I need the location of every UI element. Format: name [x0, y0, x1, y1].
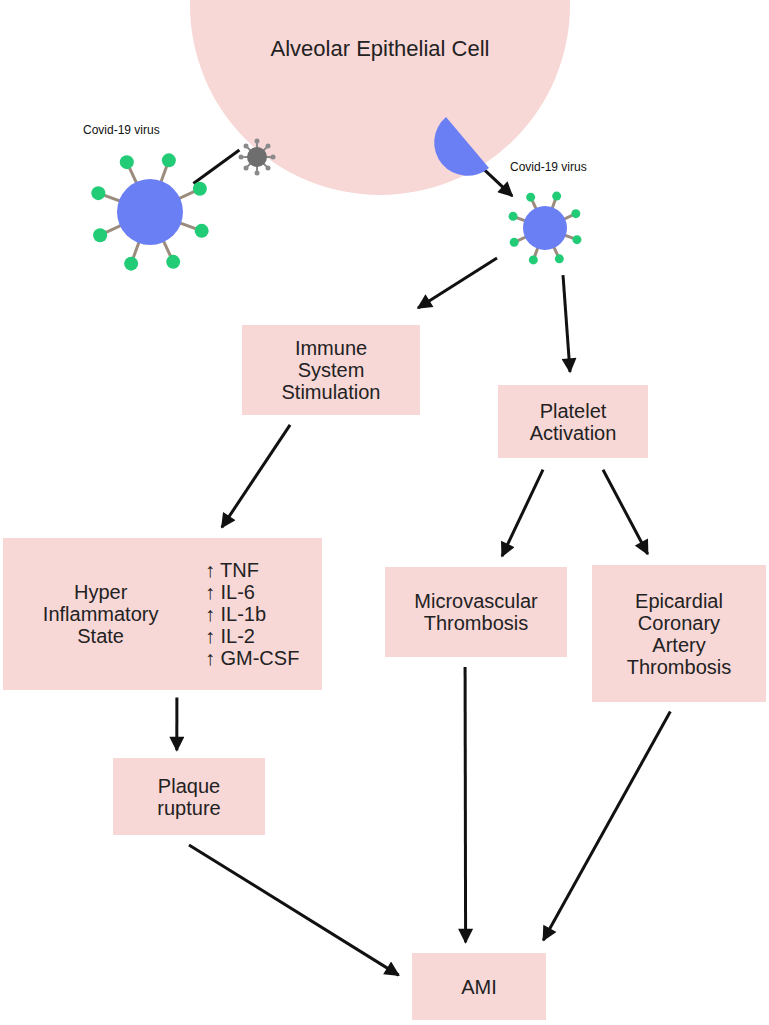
cytokine: ↑ IL-1b	[205, 603, 299, 625]
virus-particle: Covid-19 virus	[505, 188, 585, 268]
box-label: AMI	[461, 976, 497, 998]
cytokine: ↑ IL-6	[205, 581, 299, 603]
flow-arrow	[543, 712, 670, 941]
flow-arrow	[464, 667, 468, 942]
flow-arrow	[502, 470, 543, 557]
spike-tip	[572, 235, 581, 244]
virus-body	[117, 179, 183, 245]
flow-arrow	[563, 275, 570, 372]
cell-label: Alveolar Epithelial Cell	[190, 36, 570, 62]
bound-virus	[239, 139, 276, 176]
virus-particle: Covid-19 virus	[88, 150, 212, 274]
box-label: Immune System Stimulation	[271, 337, 391, 403]
spike-tip	[509, 212, 518, 221]
process-box: Immune System Stimulation	[242, 325, 420, 415]
spike-tip	[193, 182, 207, 196]
spike-tip	[526, 193, 535, 202]
flow-arrow	[175, 698, 178, 751]
spike-tip	[555, 254, 564, 263]
spike-tip	[571, 209, 580, 218]
virus-outline	[88, 150, 212, 274]
flow-arrow	[603, 470, 648, 554]
spike-tip	[510, 238, 519, 247]
process-box: Epicardial Coronary Artery Thrombosis	[592, 565, 766, 702]
cytokine: ↑ IL-2	[205, 625, 299, 647]
cytokine-list: ↑ TNF↑ IL-6↑ IL-1b↑ IL-2↑ GM-CSF	[205, 559, 299, 669]
virus-label: Covid-19 virus	[510, 160, 587, 174]
box-label: Plaque rupture	[139, 775, 239, 819]
process-box: Microvascular Thrombosis	[385, 567, 567, 657]
cytokine: ↑ TNF	[205, 559, 299, 581]
spike-tip	[529, 255, 538, 264]
spike-tip	[91, 186, 105, 200]
spike-tip	[166, 255, 180, 269]
cytokine: ↑ GM-CSF	[205, 647, 299, 669]
box-label: Microvascular Thrombosis	[396, 590, 556, 634]
virus-outline	[505, 188, 585, 268]
virus-body	[523, 206, 567, 250]
spike-tip	[124, 257, 138, 271]
flow-arrow	[222, 425, 290, 527]
outcome-box: AMI	[412, 953, 546, 1020]
box-label: Platelet Activation	[513, 400, 633, 444]
spike-tip	[120, 155, 134, 169]
state-box: Hyper Inflammatory State↑ TNF↑ IL-6↑ IL-…	[3, 538, 322, 690]
spike-tip	[93, 228, 107, 242]
process-box: Plaque rupture	[113, 758, 265, 835]
box-label: Epicardial Coronary Artery Thrombosis	[619, 590, 739, 678]
flow-arrow	[418, 258, 497, 308]
binding-line	[193, 150, 239, 184]
spike-tip	[162, 153, 176, 167]
virus-label: Covid-19 virus	[83, 123, 160, 137]
receptor	[434, 117, 489, 176]
spike-tip	[195, 224, 209, 238]
spike-tip	[552, 192, 561, 201]
flow-arrow	[189, 845, 399, 975]
box-title: Hyper Inflammatory State	[26, 581, 176, 647]
process-box: Platelet Activation	[498, 385, 648, 458]
